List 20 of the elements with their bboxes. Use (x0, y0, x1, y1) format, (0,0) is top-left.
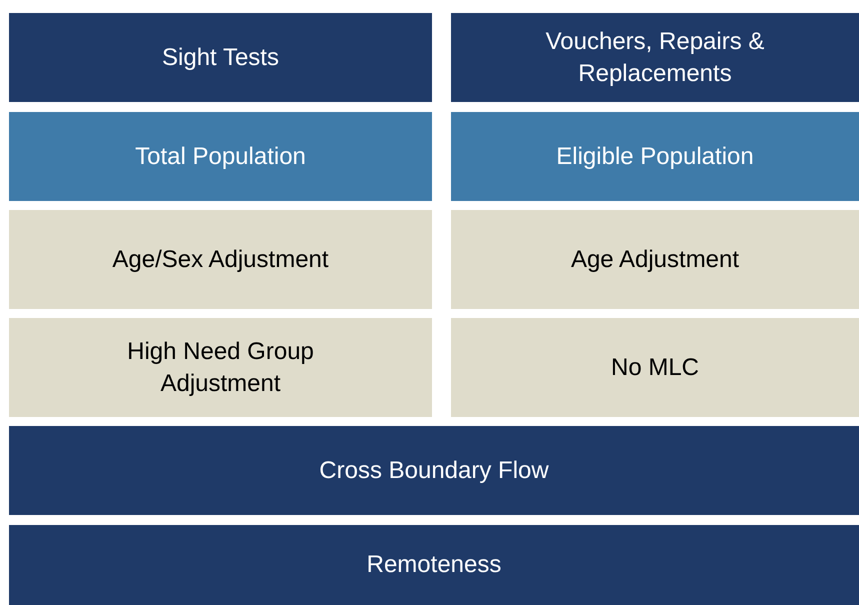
box-label: Sight Tests (162, 42, 279, 73)
box-label: Eligible Population (556, 142, 754, 172)
box-label: Cross Boundary Flow (319, 456, 549, 486)
category-box (9, 210, 432, 309)
box-label: High Need Group Adjustment (126, 337, 315, 398)
category-box (9, 112, 432, 201)
category-box (451, 318, 859, 417)
box-label: Total Population (135, 142, 306, 172)
category-box (9, 13, 432, 102)
box-label: Remoteness (366, 550, 502, 580)
category-box (9, 318, 432, 417)
category-box (451, 112, 859, 201)
category-box (451, 13, 859, 102)
box-label: Age Adjustment (570, 244, 740, 275)
box-label: No MLC (610, 352, 700, 383)
category-box (9, 525, 859, 605)
category-box (9, 426, 859, 515)
box-label: Age/Sex Adjustment (112, 244, 329, 275)
category-box (451, 210, 859, 309)
box-label: Vouchers, Repairs & Replacements (544, 27, 766, 88)
